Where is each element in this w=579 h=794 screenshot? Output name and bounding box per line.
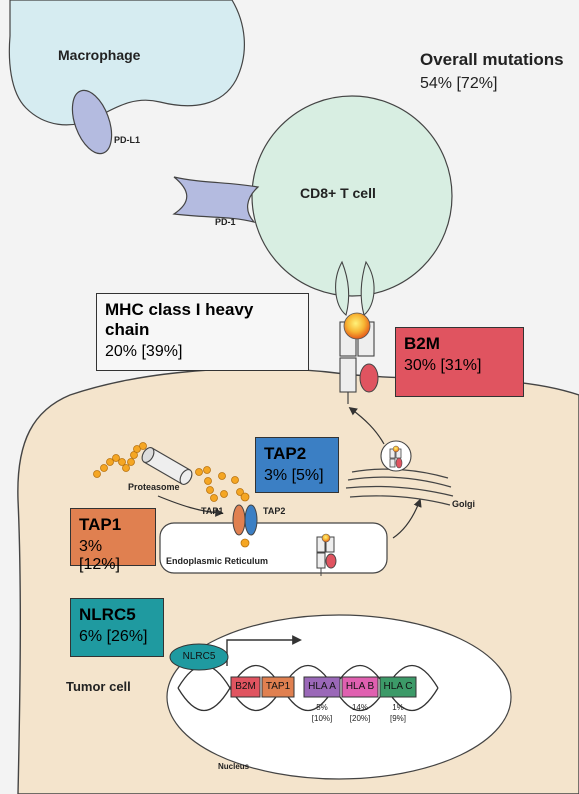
pd-1-receptor bbox=[172, 176, 260, 224]
nlrc5-value: 6% [26%] bbox=[79, 628, 148, 645]
pd-1-label: PD-1 bbox=[215, 217, 236, 227]
tap1-transporter bbox=[232, 504, 246, 536]
tap2-title: TAP2 bbox=[264, 444, 307, 463]
gene-hla-b-label: HLA B bbox=[345, 681, 375, 692]
gene-hla-a-label: HLA A bbox=[308, 681, 336, 692]
t-cell-label: CD8+ T cell bbox=[300, 185, 376, 201]
tap1-box: TAP1 3% [12%] bbox=[70, 508, 156, 573]
gene-hla-c-box bbox=[379, 676, 417, 698]
golgi-to-surface-arrow bbox=[348, 406, 385, 445]
tap1-label: TAP1 bbox=[201, 506, 224, 516]
gene-hla-b-box bbox=[341, 676, 379, 698]
tcr-left-arm bbox=[335, 260, 350, 316]
hla-c-bracket: [9%] bbox=[389, 714, 406, 723]
proteasome-to-tap-arrow bbox=[157, 495, 224, 517]
mhc-heavy-chain-value: 20% [39%] bbox=[105, 343, 183, 360]
hla-b-percent: 14% bbox=[351, 703, 368, 712]
tap1-title: TAP1 bbox=[79, 515, 122, 534]
mhc-heavy-chain-title: MHC class I heavy chain bbox=[105, 300, 254, 339]
tap2-value: 3% [5%] bbox=[264, 467, 324, 484]
macrophage-cell bbox=[8, 0, 245, 126]
surface-mhc-complex bbox=[339, 312, 379, 404]
hla-a-percent: 5% bbox=[316, 703, 328, 712]
nlrc5-title: NLRC5 bbox=[79, 605, 136, 624]
golgi-vesicle bbox=[380, 440, 412, 472]
hla-b-bracket: [20%] bbox=[349, 714, 371, 723]
tumor-cell-label: Tumor cell bbox=[66, 679, 131, 694]
b2m-title: B2M bbox=[404, 334, 440, 353]
tap2-box: TAP2 3% [5%] bbox=[255, 437, 339, 493]
peptide-chain bbox=[93, 442, 147, 478]
nlrc5-oval-label: NLRC5 bbox=[182, 651, 216, 662]
tap2-transporter bbox=[244, 504, 258, 536]
b2m-box: B2M 30% [31%] bbox=[395, 327, 524, 397]
b2m-value: 30% [31%] bbox=[404, 357, 482, 374]
macrophage-label: Macrophage bbox=[58, 47, 141, 63]
mhc-heavy-chain-box: MHC class I heavy chain 20% [39%] bbox=[96, 293, 309, 371]
hla-c-percent: 1% bbox=[392, 703, 404, 712]
golgi-label: Golgi bbox=[452, 499, 475, 509]
gene-tap1-label: TAP1 bbox=[265, 681, 291, 692]
pd-l1-receptor bbox=[71, 89, 113, 155]
gene-b2m-label: B2M bbox=[235, 681, 256, 692]
gene-tap1-box bbox=[261, 676, 295, 698]
er-mhc-complex bbox=[316, 533, 337, 576]
tap1-value: 3% [12%] bbox=[79, 538, 120, 573]
nucleus-label: Nucleus bbox=[218, 762, 250, 771]
nlrc5-protein bbox=[169, 643, 229, 671]
tap2-label: TAP2 bbox=[263, 506, 286, 516]
gene-b2m-box bbox=[230, 676, 261, 698]
proteasome-label: Proteasome bbox=[128, 482, 180, 492]
hla-a-bracket: [10%] bbox=[311, 714, 333, 723]
pd-l1-label: PD-L1 bbox=[114, 135, 141, 145]
peptide-fragments bbox=[195, 466, 244, 502]
gene-hla-a-box bbox=[303, 676, 341, 698]
er-label: Endoplasmic Reticulum bbox=[166, 556, 269, 566]
gene-hla-c-label: HLA C bbox=[383, 681, 413, 692]
er-to-golgi-arrow bbox=[392, 498, 422, 539]
overall-mutations-title: Overall mutations bbox=[420, 50, 564, 69]
nlrc5-box: NLRC5 6% [26%] bbox=[70, 598, 164, 657]
overall-mutations-value: 54% [72%] bbox=[420, 75, 498, 92]
t-cell bbox=[251, 95, 453, 297]
proteasome bbox=[141, 447, 193, 485]
